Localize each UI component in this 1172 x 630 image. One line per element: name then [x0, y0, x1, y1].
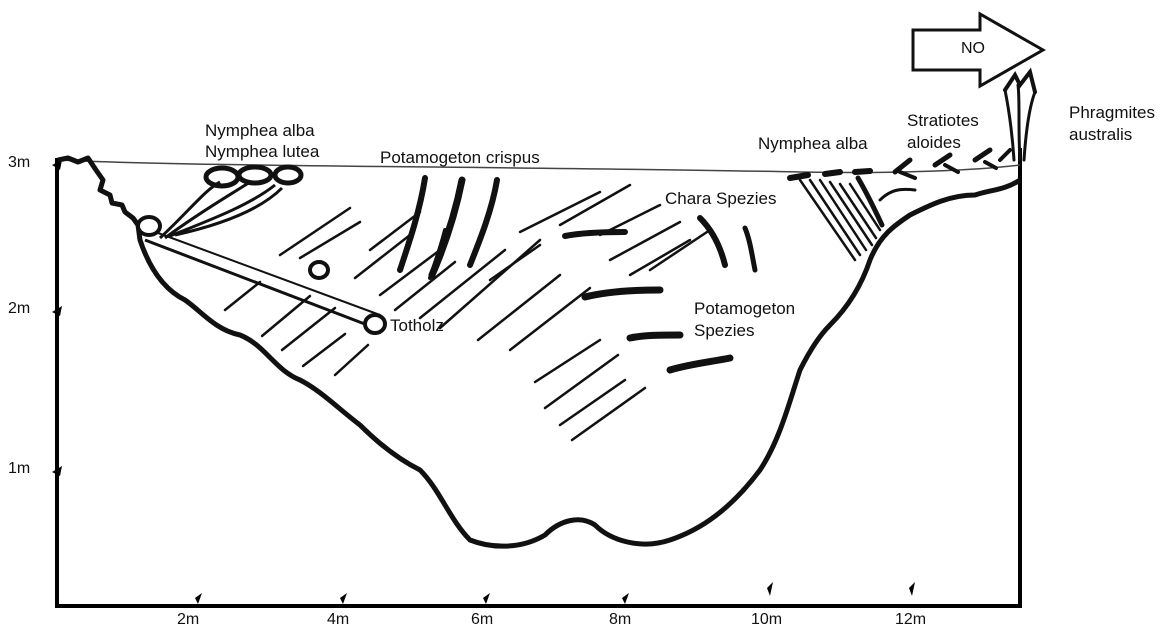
x-tick-label-6m: 6m: [471, 611, 493, 629]
direction-arrow-label: NO: [961, 40, 985, 58]
x-tick-4m: [340, 593, 347, 604]
x-tick-10m: [767, 582, 773, 596]
y-tick-label-3m: 3m: [8, 154, 30, 172]
x-tick-12m: [909, 582, 915, 596]
label-chara-spezies: Chara Spezies: [665, 189, 777, 208]
x-tick-label-10m: 10m: [751, 611, 782, 629]
y-tick-label-1m: 1m: [8, 460, 30, 478]
submerged-vegetation-hatching: [225, 185, 710, 440]
x-tick-6m: [483, 593, 490, 604]
phragmites-plants: [1005, 72, 1035, 160]
water-surface-line: [60, 160, 1020, 173]
label-potamogeton-crispus: Potamogeton crispus: [380, 148, 540, 167]
label-australis: australis: [1069, 125, 1132, 144]
label-potamogeton-spezies-line2: Spezies: [694, 321, 754, 340]
potamogeton-crispus-plants: [400, 178, 497, 278]
label-phragmites: Phragmites: [1069, 103, 1155, 122]
nymphea-right-plants: [790, 171, 882, 260]
x-tick-2m: [195, 593, 202, 604]
label-nymphea-alba-right: Nymphea alba: [758, 134, 868, 153]
x-tick-label-8m: 8m: [609, 611, 631, 629]
x-tick-label-2m: 2m: [177, 611, 199, 629]
x-tick-label-4m: 4m: [327, 611, 349, 629]
label-nymphea-alba-left: Nymphea alba: [205, 121, 315, 140]
x-tick-8m: [622, 593, 629, 604]
y-tick-label-2m: 2m: [8, 300, 30, 318]
label-nymphea-lutea: Nymphea lutea: [205, 142, 319, 161]
nymphea-left-plants: [160, 167, 301, 238]
label-stratiotes: Stratiotes: [907, 111, 979, 130]
potamogeton-spezies-plants: [565, 218, 755, 370]
x-tick-label-12m: 12m: [895, 611, 926, 629]
label-aloides: aloides: [907, 133, 961, 152]
x-ticks: [195, 582, 915, 604]
label-potamogeton-spezies-line1: Potamogeton: [694, 299, 795, 318]
label-totholz: Totholz: [390, 316, 444, 335]
